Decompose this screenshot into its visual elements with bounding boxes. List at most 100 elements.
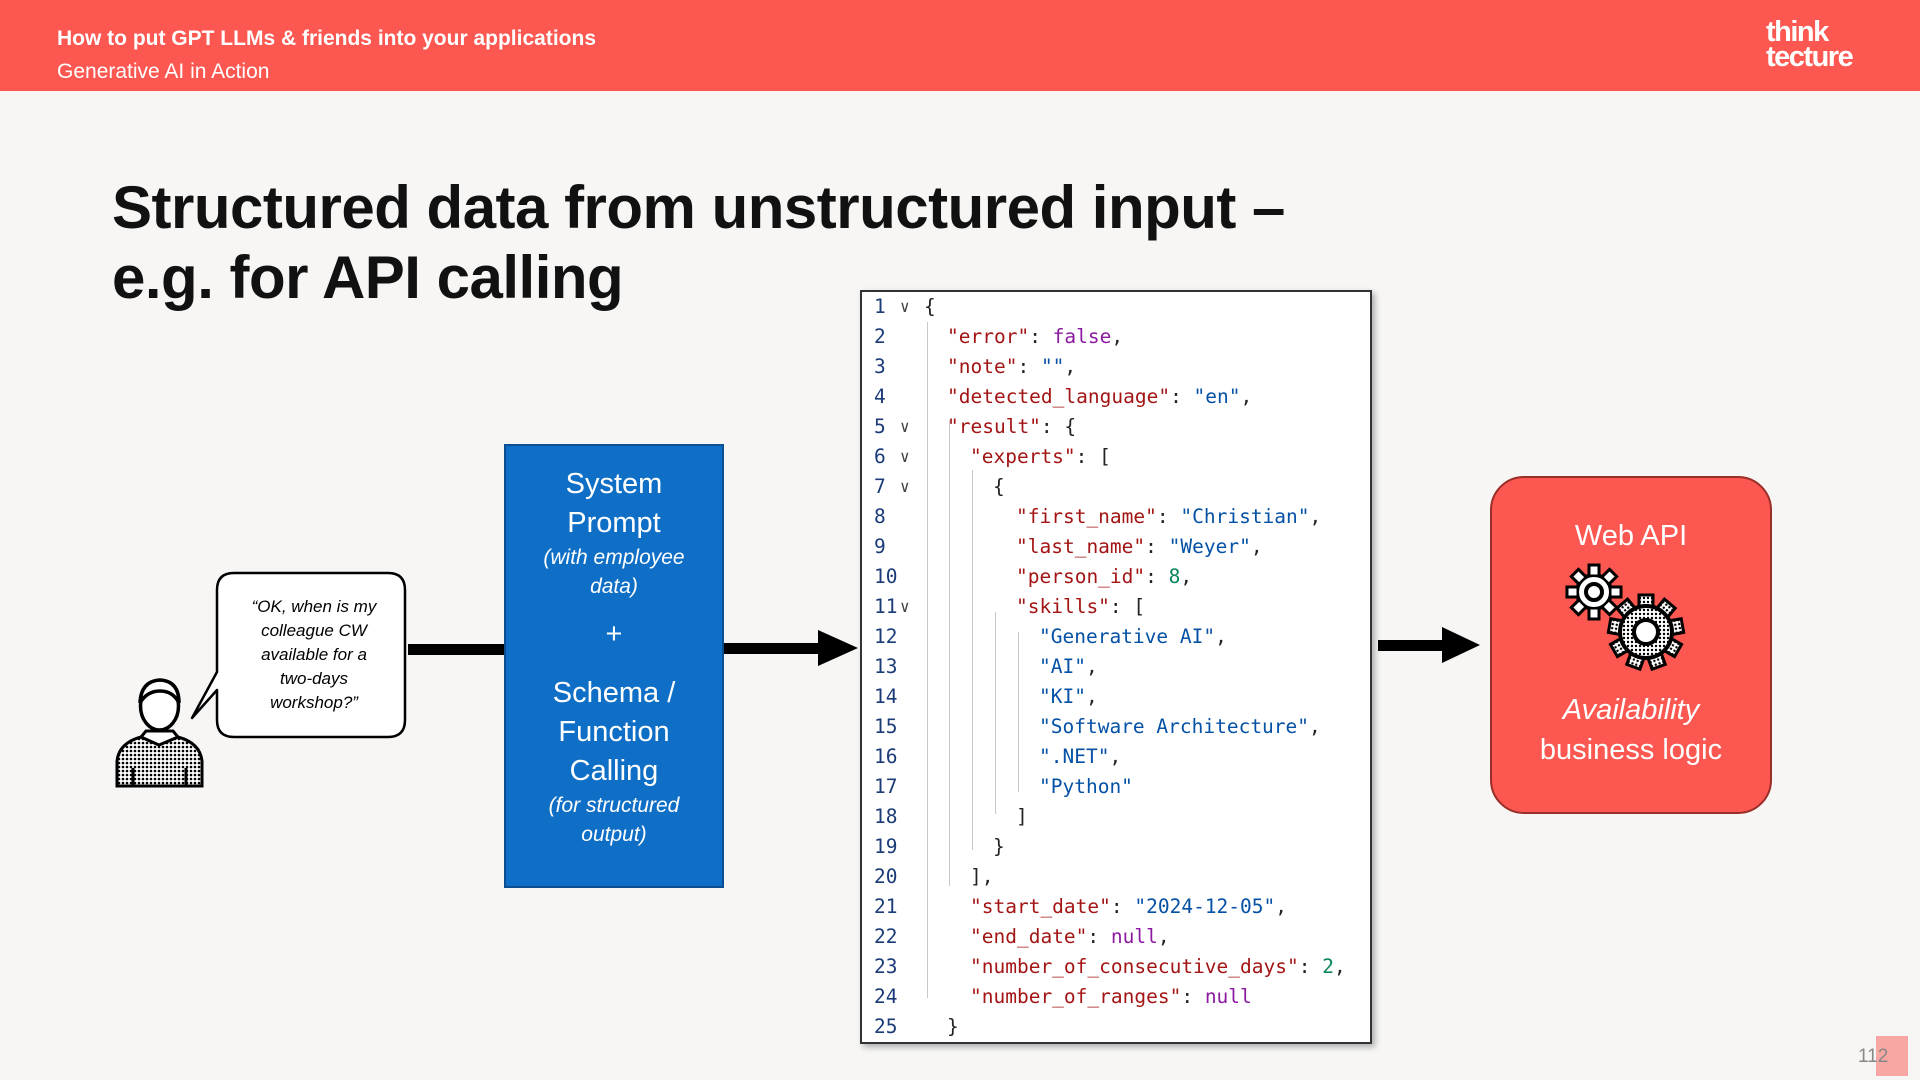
schema-line-2: Function [558,716,670,748]
chevron-down-icon[interactable]: ∨ [900,477,910,496]
code-line: 25} [862,1012,1370,1042]
system-prompt-box: System Prompt (with employee data) + Sch… [504,444,724,888]
line-number: 2 [874,325,886,348]
line-number: 19 [874,835,898,858]
connector-line [408,644,506,655]
chevron-down-icon[interactable]: ∨ [900,297,910,316]
code-text: "end_date": null, [970,925,1170,948]
line-number: 23 [874,955,898,978]
line-number: 14 [874,685,898,708]
code-text: "KI", [1039,685,1098,708]
line-number: 16 [874,745,898,768]
code-text: { [993,475,1005,498]
code-text: "skills": [ [1016,595,1146,618]
code-line: 19} [862,832,1370,862]
chevron-down-icon[interactable]: ∨ [900,597,910,616]
slide-title-line-1: Structured data from unstructured input … [112,174,1285,241]
code-text: "number_of_ranges": null [970,985,1252,1008]
line-number: 5 [874,415,886,438]
slide-title-line-2: e.g. for API calling [112,244,624,311]
chevron-down-icon[interactable]: ∨ [900,447,910,466]
code-line: 12 "Generative AI", [862,622,1370,652]
line-number: 13 [874,655,898,678]
line-number: 20 [874,865,898,888]
code-line: 20], [862,862,1370,892]
code-text: "first_name": "Christian", [1016,505,1322,528]
json-code-panel: 1 ∨ {2 "error": false, 3 "note": "", 4 "detecte… [860,290,1372,1044]
code-text: } [947,1015,959,1038]
bubble-line-2: colleague CW [261,621,367,640]
code-line: 9"last_name": "Weyer", [862,532,1370,562]
code-text: ], [970,865,994,888]
line-number: 15 [874,715,898,738]
system-note-2: data) [590,575,638,598]
code-line: 2 "error": false, [862,322,1370,352]
code-text: "detected_language": "en", [947,385,1253,408]
code-text: } [993,835,1005,858]
code-line: 1∨{ [862,292,1370,322]
speech-bubble [190,571,407,739]
bubble-line-1: “OK, when is my [251,597,377,616]
web-api-label: Web API [1574,520,1688,552]
line-number: 7 [874,475,886,498]
line-number: 12 [874,625,898,648]
person-icon [115,678,204,788]
code-line: 13"AI", [862,652,1370,682]
schema-note-1: (for structured [548,794,680,817]
code-text: "note": "", [947,355,1077,378]
code-line: 16 ".NET", [862,742,1370,772]
business-logic-label: business logic [1539,734,1723,766]
line-number: 8 [874,505,886,528]
code-text: "Python" [1039,775,1133,798]
schema-line-1: Schema / [552,677,676,709]
logo-line-1: think [1766,16,1829,48]
code-line: 15"Software Architecture", [862,712,1370,742]
line-number: 6 [874,445,886,468]
logo-line-2: tecture [1766,41,1854,73]
code-text: "experts": [ [970,445,1111,468]
bubble-text: “OK, when is my colleague CW available f… [228,595,400,715]
arrow-right-icon [1378,627,1480,663]
code-line: 7 ∨ { [862,472,1370,502]
code-line: 21"start_date": "2024-12-05", [862,892,1370,922]
page-number: 112 [1858,1046,1889,1067]
bubble-line-4: two-days [279,669,349,688]
code-line: 8 "first_name": "Christian", [862,502,1370,532]
bubble-line-5: workshop?” [270,693,358,712]
arrow-right-icon [724,630,858,666]
code-line: 14 "KI", [862,682,1370,712]
code-text: "person_id": 8, [1016,565,1193,588]
header-bar: How to put GPT LLMs & friends into your … [0,0,1920,91]
header-subtitle: Generative AI in Action [57,60,270,83]
thinktecture-logo: think tecture [1766,16,1854,73]
chevron-down-icon[interactable]: ∨ [900,417,910,436]
code-text: ".NET", [1039,745,1122,768]
code-line: 6 ∨ "experts": [ [862,442,1370,472]
line-number: 1 [874,295,886,318]
web-api-box: Web API [1490,476,1772,814]
bubble-line-3: available for a [261,645,367,664]
line-number: 17 [874,775,898,798]
header-title: How to put GPT LLMs & friends into your … [57,27,596,50]
line-number: 11 [874,595,898,618]
schema-line-3: Calling [569,755,659,787]
slide-title: Structured data from unstructured input … [112,173,1412,313]
line-number: 4 [874,385,886,408]
system-note-1: (with employee [543,546,685,569]
code-line: 4 "detected_language": "en", [862,382,1370,412]
gears-icon [1565,563,1686,672]
code-line: 11∨ "skills": [ [862,592,1370,622]
line-number: 3 [874,355,886,378]
availability-label: Availability [1562,694,1700,726]
code-text: ] [1016,805,1028,828]
code-line: 24 "number_of_ranges": null [862,982,1370,1012]
code-text: "Generative AI", [1039,625,1227,648]
line-number: 10 [874,565,898,588]
code-line: 10 "person_id": 8, [862,562,1370,592]
code-text: "start_date": "2024-12-05", [970,895,1288,918]
code-text: "error": false, [947,325,1124,348]
line-number: 25 [874,1015,898,1038]
system-line-2: Prompt [567,507,661,539]
line-number: 9 [874,535,886,558]
line-number: 24 [874,985,898,1008]
